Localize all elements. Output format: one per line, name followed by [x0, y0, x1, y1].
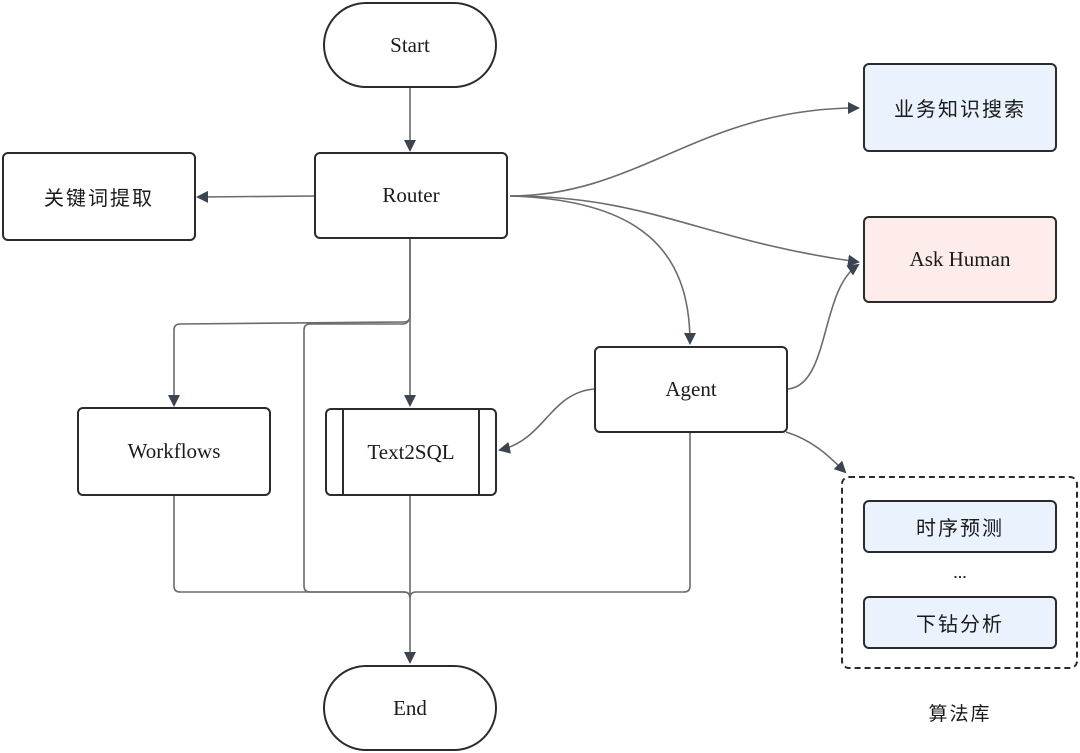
algorithm-library-group [841, 476, 1078, 669]
router-node: Router [314, 152, 508, 239]
keyword-extraction-node: 关键词提取 [2, 152, 196, 241]
edge-router-agent [509, 195, 696, 345]
workflows-node: Workflows [77, 407, 271, 496]
timeseries-forecast-node: 时序预测 [863, 500, 1057, 553]
edge-router-keyword [196, 190, 315, 203]
business-knowledge-search-node: 业务知识搜索 [863, 63, 1057, 152]
edge-agent-askhuman [787, 263, 860, 390]
end-node: End [323, 665, 497, 751]
edge-agent-algolib [785, 431, 847, 474]
drilldown-analysis-node: 下钻分析 [863, 596, 1057, 649]
edge-agent-text2sql [498, 388, 596, 454]
edge-workflows-merge [173, 496, 411, 599]
start-node: Start [323, 2, 497, 88]
edge-router-knowledge [509, 102, 860, 197]
edge-router-askhuman [509, 195, 860, 267]
text2sql-node: Text2SQL [325, 408, 497, 496]
algorithm-library-label: 算法库 [928, 703, 992, 725]
agent-node: Agent [594, 346, 788, 433]
ask-human-node: Ask Human [863, 216, 1057, 303]
algorithm-ellipsis: ... [953, 562, 967, 582]
edge-router-workflows [168, 239, 411, 407]
